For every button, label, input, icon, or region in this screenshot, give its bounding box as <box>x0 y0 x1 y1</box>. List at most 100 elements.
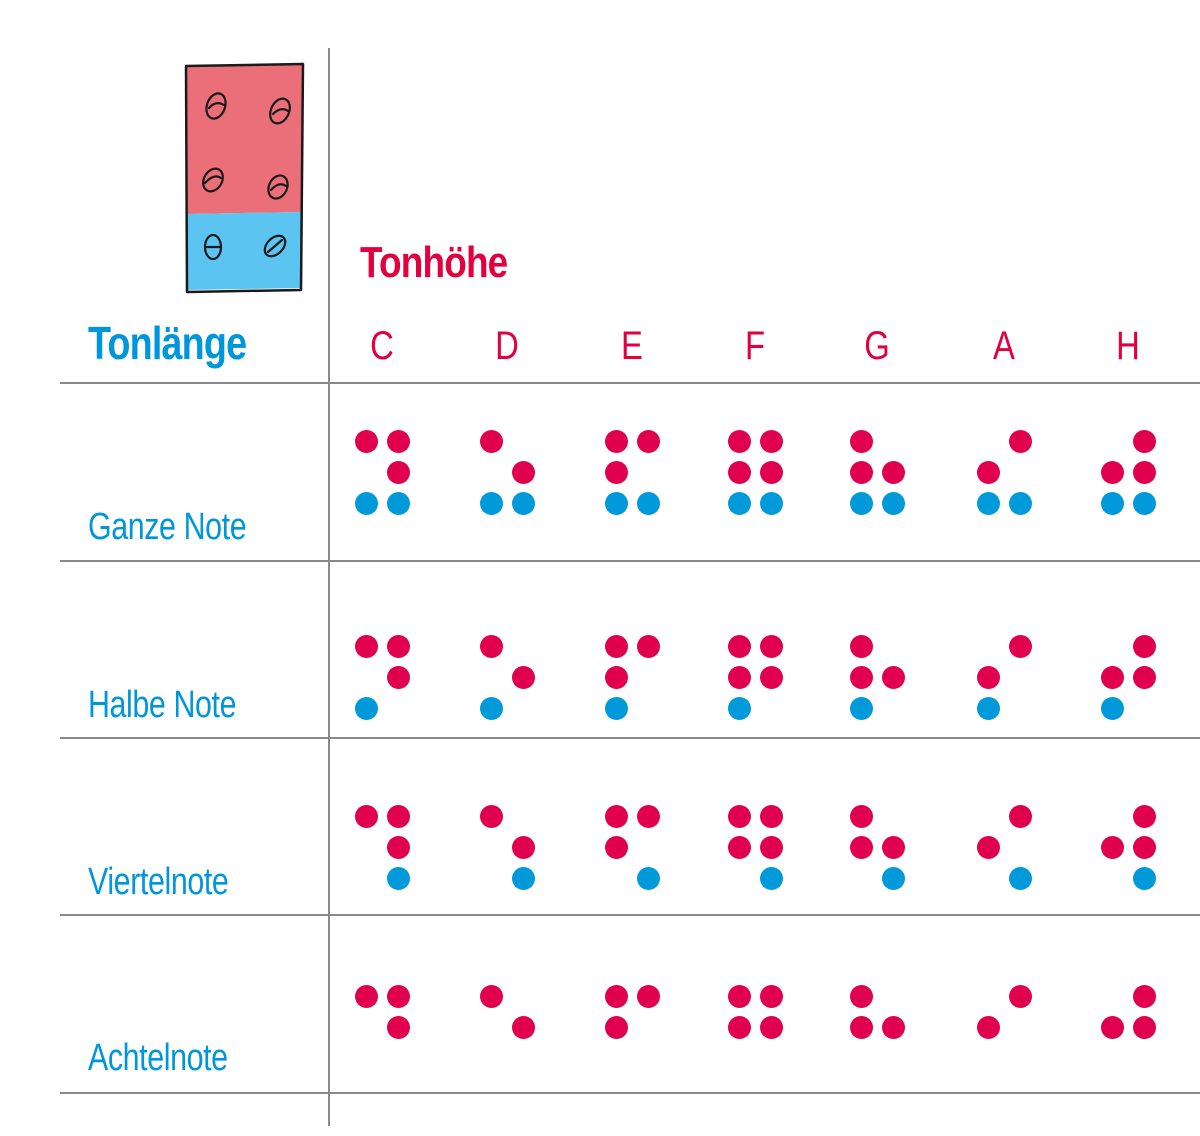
pitch-dot <box>759 1016 783 1039</box>
length-dot <box>604 492 628 515</box>
pitch-dot <box>759 985 783 1008</box>
pitch-dot <box>976 836 1000 859</box>
pitch-dot <box>727 836 751 859</box>
pitch-dot <box>479 430 503 453</box>
length-dot <box>1008 867 1032 890</box>
row-label: Ganze Note <box>88 506 247 548</box>
pitch-dot <box>511 666 535 689</box>
length-dot <box>1132 867 1156 890</box>
pitch-dot <box>1132 461 1156 484</box>
pitch-dot <box>354 635 378 658</box>
pitch-dot <box>976 666 1000 689</box>
length-dot <box>976 697 1000 720</box>
pitch-dot <box>604 805 628 828</box>
pitch-dot <box>479 985 503 1008</box>
pitch-dot <box>511 1016 535 1039</box>
length-dot <box>1132 492 1156 515</box>
note-letter-d: D <box>495 324 519 368</box>
pitch-dot <box>976 461 1000 484</box>
pitch-dot <box>1132 666 1156 689</box>
pitch-dot <box>386 805 410 828</box>
vertical-divider <box>328 48 330 1126</box>
pitch-dot <box>1008 430 1032 453</box>
length-dot <box>1008 492 1032 515</box>
pitch-dot <box>604 666 628 689</box>
length-dot <box>759 867 783 890</box>
pitch-dot <box>849 635 873 658</box>
pitch-dot <box>1100 836 1124 859</box>
pitch-dot <box>727 635 751 658</box>
length-dot <box>479 697 503 720</box>
row-divider <box>60 560 1200 562</box>
length-dot <box>636 492 660 515</box>
pitch-dot <box>727 985 751 1008</box>
pitch-dot <box>604 1016 628 1039</box>
pitch-dot <box>479 805 503 828</box>
note-letter-f: F <box>744 324 766 368</box>
pitch-dot <box>636 805 660 828</box>
pitch-dot <box>636 985 660 1008</box>
length-dot <box>849 492 873 515</box>
pitch-dot <box>881 666 905 689</box>
pitch-dot <box>1132 836 1156 859</box>
row-label: Achtelnote <box>88 1037 228 1079</box>
pitch-dot <box>1132 805 1156 828</box>
pitch-dot <box>881 836 905 859</box>
length-dot <box>511 492 535 515</box>
pitch-dot <box>1132 635 1156 658</box>
pitch-dot <box>1132 430 1156 453</box>
pitch-dot <box>479 635 503 658</box>
row-divider <box>60 737 1200 739</box>
note-letter-h: H <box>1116 324 1140 368</box>
pitch-dot <box>636 430 660 453</box>
pitch-dot <box>386 666 410 689</box>
note-letter-e: E <box>621 324 643 368</box>
note-letter-g: G <box>864 324 890 368</box>
pitch-dot <box>849 985 873 1008</box>
pitch-dot <box>636 635 660 658</box>
pitch-dot <box>354 430 378 453</box>
pitch-dot <box>354 805 378 828</box>
pitch-dot <box>1008 635 1032 658</box>
pitch-dot <box>604 635 628 658</box>
pitch-dot <box>1132 985 1156 1008</box>
row-divider <box>60 914 1200 916</box>
pitch-dot <box>759 666 783 689</box>
pitch-dot <box>849 805 873 828</box>
pitch-dot <box>386 461 410 484</box>
length-dot <box>604 697 628 720</box>
braille-cell-drawing <box>184 62 305 294</box>
pitch-dot <box>604 430 628 453</box>
pitch-dot <box>881 1016 905 1039</box>
note-letter-a: A <box>993 324 1015 368</box>
length-dot <box>1100 492 1124 515</box>
length-dot <box>727 697 751 720</box>
pitch-dot <box>881 461 905 484</box>
note-letter-c: C <box>370 324 394 368</box>
pitch-dot <box>386 635 410 658</box>
pitch-dot <box>604 985 628 1008</box>
pitch-header: Tonhöhe <box>360 238 508 287</box>
pitch-dot <box>354 985 378 1008</box>
pitch-dot <box>511 836 535 859</box>
pitch-dot <box>386 1016 410 1039</box>
pitch-dot <box>727 461 751 484</box>
length-header: Tonlänge <box>88 317 247 369</box>
pitch-dot <box>849 430 873 453</box>
length-dot <box>636 867 660 890</box>
pitch-dot <box>1008 985 1032 1008</box>
pitch-dot <box>604 836 628 859</box>
pitch-dot <box>604 461 628 484</box>
length-dot <box>511 867 535 890</box>
pitch-dot <box>759 836 783 859</box>
pitch-dot <box>759 805 783 828</box>
length-dot <box>849 697 873 720</box>
pitch-dot <box>849 461 873 484</box>
row-divider <box>60 1092 1200 1094</box>
length-dot <box>386 867 410 890</box>
pitch-dot <box>386 836 410 859</box>
pitch-dot <box>1100 666 1124 689</box>
pitch-dot <box>849 1016 873 1039</box>
pitch-dot <box>1132 1016 1156 1039</box>
pitch-dot <box>727 666 751 689</box>
